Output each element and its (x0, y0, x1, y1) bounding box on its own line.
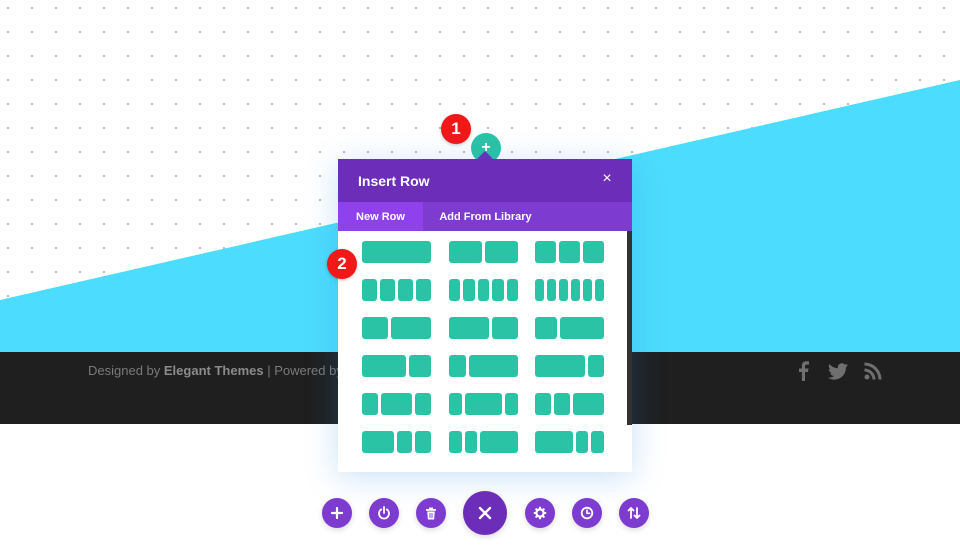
layout-column (591, 431, 604, 453)
layout-column (468, 355, 518, 377)
row-layout-option[interactable] (449, 317, 518, 339)
row-layout-option[interactable] (449, 279, 518, 301)
layout-column (449, 393, 462, 415)
layout-column (415, 393, 431, 415)
layout-column (535, 317, 557, 339)
layout-column (477, 279, 490, 301)
row-layout-option[interactable] (535, 393, 604, 415)
row-layout-option[interactable] (362, 317, 431, 339)
layout-column (571, 279, 580, 301)
modal-tabs: New Row Add From Library (338, 202, 632, 231)
layout-column (362, 317, 389, 339)
layout-column (535, 279, 544, 301)
footer-brand-link[interactable]: Elegant Themes (163, 363, 264, 378)
layout-column (583, 241, 604, 263)
layout-column (380, 393, 413, 415)
scrollbar[interactable] (627, 231, 632, 425)
layout-column (362, 355, 406, 377)
layout-column (415, 431, 431, 453)
row-layout-option[interactable] (362, 393, 431, 415)
step-badge-2: 2 (327, 249, 357, 279)
tab-add-from-library[interactable]: Add From Library (439, 210, 532, 223)
row-layout-option[interactable] (362, 355, 431, 377)
facebook-icon[interactable] (792, 360, 814, 382)
row-layout-option[interactable] (449, 393, 518, 415)
layout-column (449, 317, 489, 339)
layout-column (464, 393, 503, 415)
layout-column (391, 317, 431, 339)
row-layout-option[interactable] (535, 355, 604, 377)
row-layout-option[interactable] (449, 431, 518, 453)
layout-column (362, 241, 431, 263)
layout-column (362, 393, 378, 415)
close-icon[interactable]: × (602, 170, 612, 187)
layout-column (535, 393, 551, 415)
layout-column (535, 241, 556, 263)
close-icon[interactable] (463, 491, 507, 535)
sort-icon[interactable] (619, 498, 649, 528)
layout-column (480, 431, 518, 453)
footer-designed-by: Designed by (88, 363, 164, 378)
builder-toolbar (0, 488, 960, 538)
layout-column (491, 317, 518, 339)
layout-column (449, 279, 461, 301)
layout-column (362, 279, 377, 301)
layout-column (559, 279, 568, 301)
row-layout-option[interactable] (362, 279, 431, 301)
layout-column (362, 431, 394, 453)
row-layout-grid (338, 231, 632, 472)
trash-icon[interactable] (416, 498, 446, 528)
footer-separator: | Powered by (263, 363, 347, 378)
layout-column (449, 355, 466, 377)
row-layout-option[interactable] (535, 241, 604, 263)
layout-column (398, 279, 413, 301)
gear-icon[interactable] (525, 498, 555, 528)
layout-column (463, 279, 475, 301)
row-layout-option[interactable] (535, 279, 604, 301)
step-badge-1: 1 (441, 114, 471, 144)
history-icon[interactable] (572, 498, 602, 528)
layout-column (380, 279, 395, 301)
layout-column (559, 241, 580, 263)
layout-column (587, 355, 604, 377)
layout-column (449, 241, 482, 263)
layout-column (396, 431, 413, 453)
layout-column (535, 355, 585, 377)
power-icon[interactable] (369, 498, 399, 528)
row-layout-option[interactable] (535, 431, 604, 453)
layout-column (535, 431, 573, 453)
layout-column (505, 393, 518, 415)
rss-icon[interactable] (862, 360, 884, 382)
layout-column (575, 431, 589, 453)
layout-column (583, 279, 592, 301)
layout-column (572, 393, 604, 415)
row-layout-option[interactable] (449, 241, 518, 263)
modal-header: Insert Row × (338, 159, 632, 202)
layout-column (464, 431, 478, 453)
twitter-icon[interactable] (827, 360, 849, 382)
modal-title: Insert Row (358, 173, 430, 189)
modal-pointer (477, 151, 493, 159)
row-layout-option[interactable] (535, 317, 604, 339)
footer-credits: Designed by Elegant Themes | Powered by … (88, 363, 359, 378)
add-icon[interactable] (322, 498, 352, 528)
layout-column (416, 279, 431, 301)
insert-row-modal: Insert Row × New Row Add From Library (338, 159, 632, 472)
layout-column (553, 393, 570, 415)
layout-column (492, 279, 504, 301)
row-layout-option[interactable] (449, 355, 518, 377)
layout-column (560, 317, 604, 339)
layout-column (547, 279, 556, 301)
layout-column (506, 279, 518, 301)
row-layout-option[interactable] (362, 241, 431, 263)
layout-column (409, 355, 431, 377)
layout-column (485, 241, 518, 263)
layout-column (449, 431, 462, 453)
layout-column (595, 279, 604, 301)
add-row-plus-glyph: + (481, 139, 491, 156)
row-layout-option[interactable] (362, 431, 431, 453)
tab-new-row[interactable]: New Row (338, 202, 423, 231)
